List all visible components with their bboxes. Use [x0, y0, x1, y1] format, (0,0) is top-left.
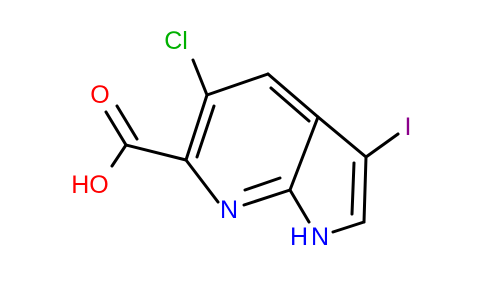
atom-hydrogen-pyrrole: H: [290, 223, 308, 251]
bond-c4-c3a-inner: [269, 86, 311, 123]
bond-c5-c4: [205, 72, 270, 97]
bond-c4-c3a: [266, 72, 320, 119]
bond-c7a-n7-inner: [243, 176, 282, 192]
atom-nitrogen-pyridine: N: [220, 196, 238, 224]
bond-c-oh: [110, 143, 128, 168]
bond-c3-i: [364, 132, 400, 159]
bond-c3-c2: [362, 155, 368, 224]
bond-n7-c6: [184, 158, 220, 204]
bond-c6-c5: [184, 93, 209, 162]
bond-c3a-c7a: [288, 115, 320, 192]
atom-iodine: I: [405, 113, 412, 141]
bond-c-o-double-b: [115, 104, 139, 141]
bond-c3a-c3: [316, 115, 368, 159]
bond-c3-c2-inner: [350, 161, 356, 216]
bond-c7a-n7: [242, 188, 292, 207]
bond-c2-n1: [331, 220, 366, 234]
atom-oxygen-carbonyl: O: [90, 81, 109, 109]
atom-chlorine: Cl: [164, 27, 188, 55]
atom-nitrogen-pyrrole: N: [311, 223, 329, 251]
atom-labels: Cl I O HO N H N: [71, 27, 411, 251]
bond-c6-ccooh: [124, 143, 188, 162]
bond-c6-c5-inner: [195, 104, 216, 159]
bond-c-o-double-a: [104, 110, 128, 147]
bond-c5-cl: [191, 58, 209, 97]
bond-lines: [104, 58, 400, 234]
atom-oxygen-hydroxyl: HO: [71, 171, 109, 199]
bond-n1-c7a: [288, 188, 311, 224]
